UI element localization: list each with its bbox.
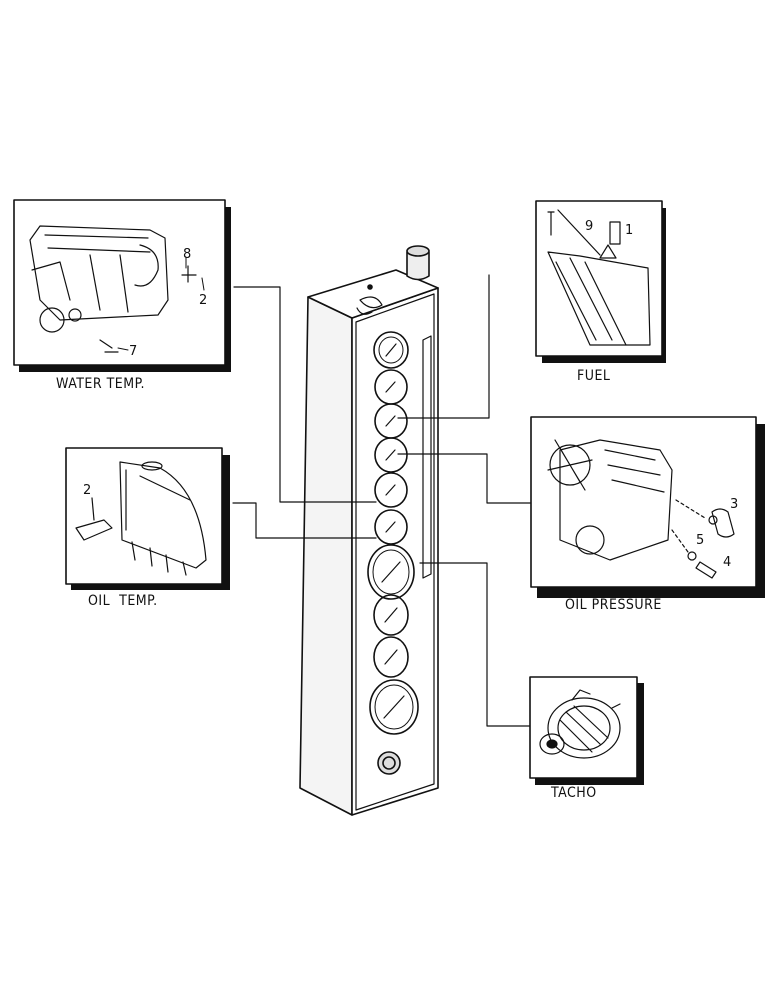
gauge-8 <box>373 594 409 636</box>
gauge-10 <box>369 679 419 735</box>
caption-oil-pressure: OIL PRESSURE <box>565 597 662 613</box>
caption-oil-temp: OIL TEMP. <box>88 593 158 609</box>
panel-tacho <box>529 676 644 785</box>
callout-water-8: 8 <box>183 247 191 262</box>
callout-oilpress-5: 5 <box>696 533 704 548</box>
callout-water-7: 7 <box>129 344 137 359</box>
engine-illustration-2 <box>547 439 735 579</box>
ignition-switch <box>377 751 401 775</box>
panel-water-temp <box>13 199 231 372</box>
tank-illustration <box>547 209 651 346</box>
panel-oil-temp <box>65 447 230 590</box>
caption-water-temp: WATER TEMP. <box>56 376 146 392</box>
gauge-4 <box>374 437 408 473</box>
gauge-1 <box>373 331 409 369</box>
callout-fuel-9: 9 <box>585 219 593 234</box>
callout-fuel-1: 1 <box>625 223 633 238</box>
alternator-illustration <box>539 689 621 759</box>
callout-oilpress-4: 4 <box>723 555 731 570</box>
leader-marks <box>117 257 205 351</box>
caption-tacho: TACHO <box>551 785 597 801</box>
engine-illustration <box>29 225 197 353</box>
gauge-7 <box>367 544 415 600</box>
leader-lines <box>232 274 531 727</box>
panel-fuel <box>535 200 666 363</box>
sump-illustration <box>75 461 207 576</box>
caption-fuel: FUEL <box>577 368 611 384</box>
callout-oilpress-3: 3 <box>730 497 738 512</box>
gauge-5 <box>374 472 408 508</box>
callout-oiltemp-2: 2 <box>83 483 91 498</box>
gauge-9 <box>373 636 409 678</box>
instrument-panel <box>299 245 439 816</box>
panel-oil-pressure <box>530 416 765 598</box>
gauge-6 <box>374 509 408 545</box>
callout-water-2: 2 <box>199 293 207 308</box>
